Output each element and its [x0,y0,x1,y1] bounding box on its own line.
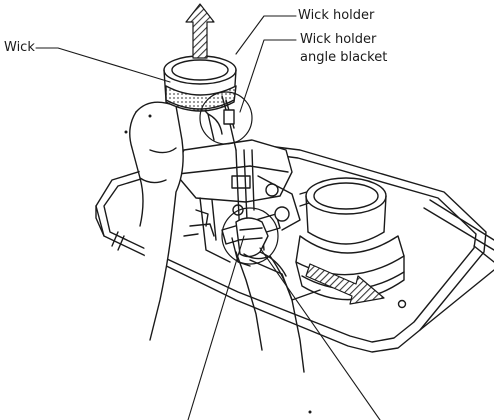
label-wick: Wick [4,40,35,55]
detail-circle-lower [221,207,279,265]
label-wick-holder: Wick holder [298,8,375,23]
arrow-right-hatched-icon [305,263,385,305]
label-wick-holder-angle-line2: angle blacket [300,50,388,65]
detail-circle-upper [199,91,253,145]
wick-holder [163,55,237,151]
leader-lines [35,15,381,420]
left-hand [129,101,223,341]
right-hand [235,217,305,373]
arrow-up-hatched-icon [185,3,215,59]
label-wick-holder-angle-line1: Wick holder [300,32,377,47]
burner-cylinder [295,177,405,301]
side-plate [419,199,494,331]
